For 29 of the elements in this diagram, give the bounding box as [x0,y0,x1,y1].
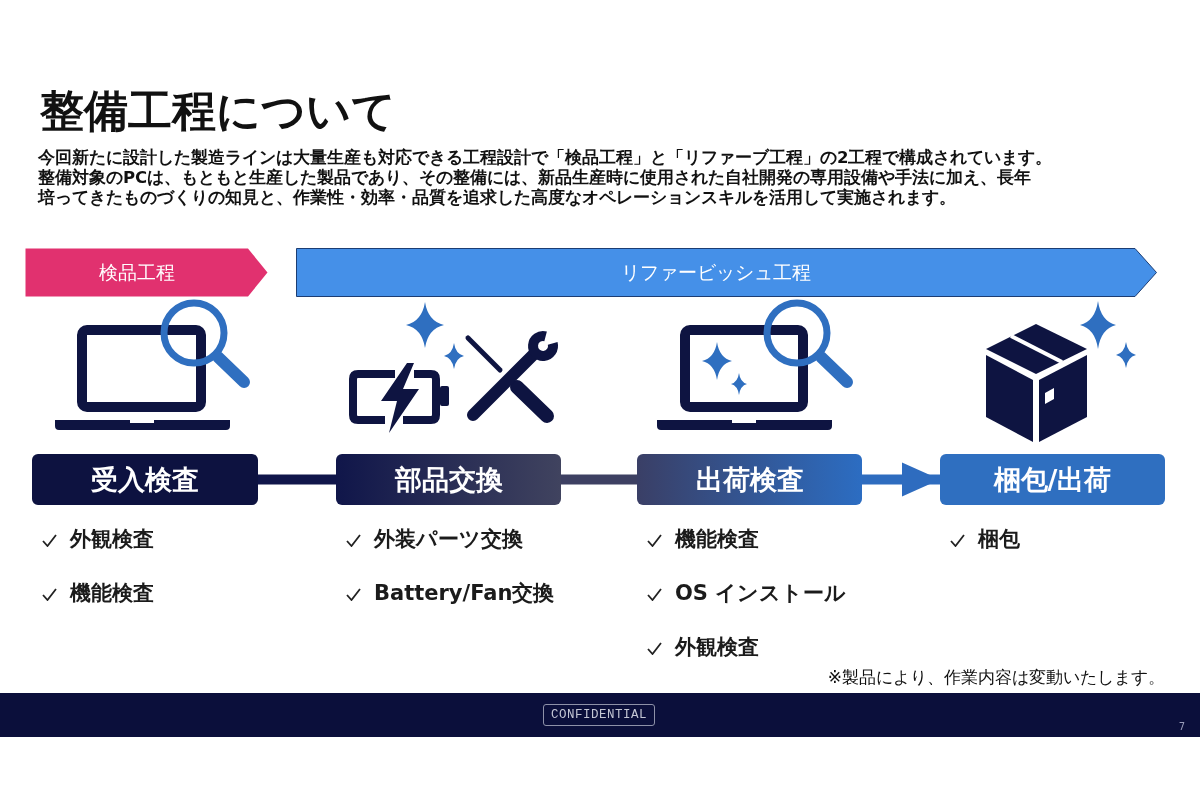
phase-label: 検品工程 [98,259,175,285]
connector-line [258,474,336,485]
process-label: 梱包/出荷 [993,462,1112,497]
process-box [32,454,258,505]
confidential-stamp: CONFIDENTIAL [543,704,655,726]
phase-chevron-band [25,248,268,297]
check-item-text: OS インストール [675,580,847,606]
intro-text: 整備対象のPCは、もともと生産した製品であり、その整備には、新品生産時に使用された自社開発の専用設備や手法に加え、長年培ってきたものづくりの知見と、作業性・効率・品質を追求した高度なオペレーションスキルを活用して実施されます。 [38,168,1033,207]
process-label: 受入検査 [91,462,199,497]
intro-text: 今回新たに設計した製造ラインは大量生産も対応できる工程設計で「検品工程」と「リファーブ工程」の2工程で構成されています。 [38,148,1053,168]
process-box [336,454,561,505]
process-label: 部品交換 [394,462,503,497]
check-item-text: 機能検査 [70,580,154,606]
check-item-text: 外観検査 [70,526,154,552]
footnote-text: ※製品により、作業内容は変動いたします。 [827,668,1165,688]
check-item-text: 梱包 [978,526,1020,552]
check-item-text: Battery/Fan交換 [374,580,555,606]
page-number: 7 [1178,721,1185,733]
connector-line [561,474,637,485]
page-title: 整備工程について [40,84,396,138]
phase-chevron-band [296,248,1157,297]
process-box [940,454,1165,505]
check-item-text: 外装パーツ交換 [374,526,523,552]
process-box [637,454,862,505]
check-item-text: 外観検査 [675,634,759,660]
check-item-text: 機能検査 [675,526,759,552]
phase-label: リファービッシュ工程 [620,259,811,285]
arrow [862,462,940,497]
process-label: 出荷検査 [695,462,804,497]
